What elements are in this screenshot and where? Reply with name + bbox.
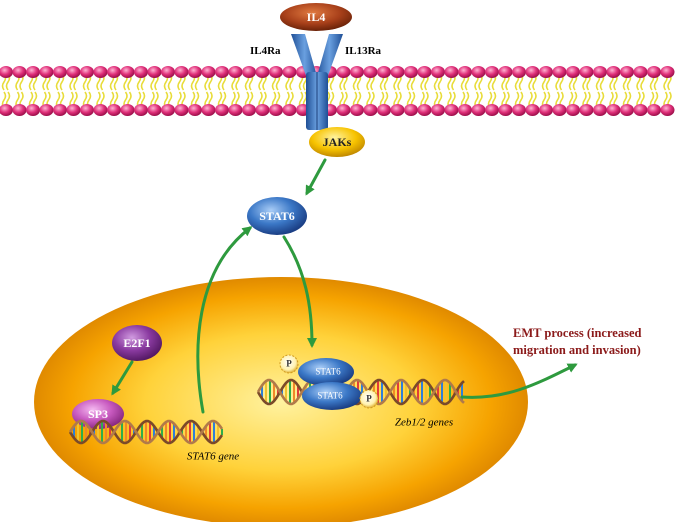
stat6-label: STAT6 <box>259 209 295 223</box>
zeb-genes-label: Zeb1/2 genes <box>394 416 454 429</box>
emt-outcome-line2: migration and invasion) <box>513 343 641 357</box>
il4-ligand <box>280 3 352 31</box>
phospho-bottom-label: P <box>366 393 372 404</box>
e2f1-node <box>112 325 162 361</box>
stat6-gene-label: STAT6 gene <box>186 450 240 463</box>
arrow-e2f1-to-sp3 <box>111 360 134 396</box>
il13ra-label: IL13Ra <box>345 45 382 57</box>
stat6-gene-dna <box>68 419 224 445</box>
sp3-label: SP3 <box>87 407 109 421</box>
e2f1-label: E2F1 <box>123 336 151 350</box>
receptor-complex <box>291 34 343 130</box>
pstat6-bottom-label: STAT6 <box>317 390 343 401</box>
arrow-jaks-to-stat6 <box>305 158 327 196</box>
il4-label: IL4 <box>306 10 326 24</box>
stat6-node <box>247 197 307 235</box>
emt-outcome-line1: EMT process (increased <box>513 326 642 340</box>
phospho-stat6-dimer <box>279 354 379 410</box>
arrow-zeb-to-emt <box>460 363 578 399</box>
signal-arrows <box>111 158 578 414</box>
jaks-label: JAKs <box>322 135 352 149</box>
il4ra-label: IL4Ra <box>250 45 281 57</box>
pstat6-top-label: STAT6 <box>315 366 341 377</box>
cell-membrane <box>0 66 675 116</box>
jaks-node <box>309 127 365 157</box>
nucleus <box>34 277 528 522</box>
phospho-top-label: P <box>286 358 292 369</box>
arrow-stat6-to-nucleus <box>282 235 317 348</box>
arrow-gene-to-stat6 <box>196 226 253 414</box>
